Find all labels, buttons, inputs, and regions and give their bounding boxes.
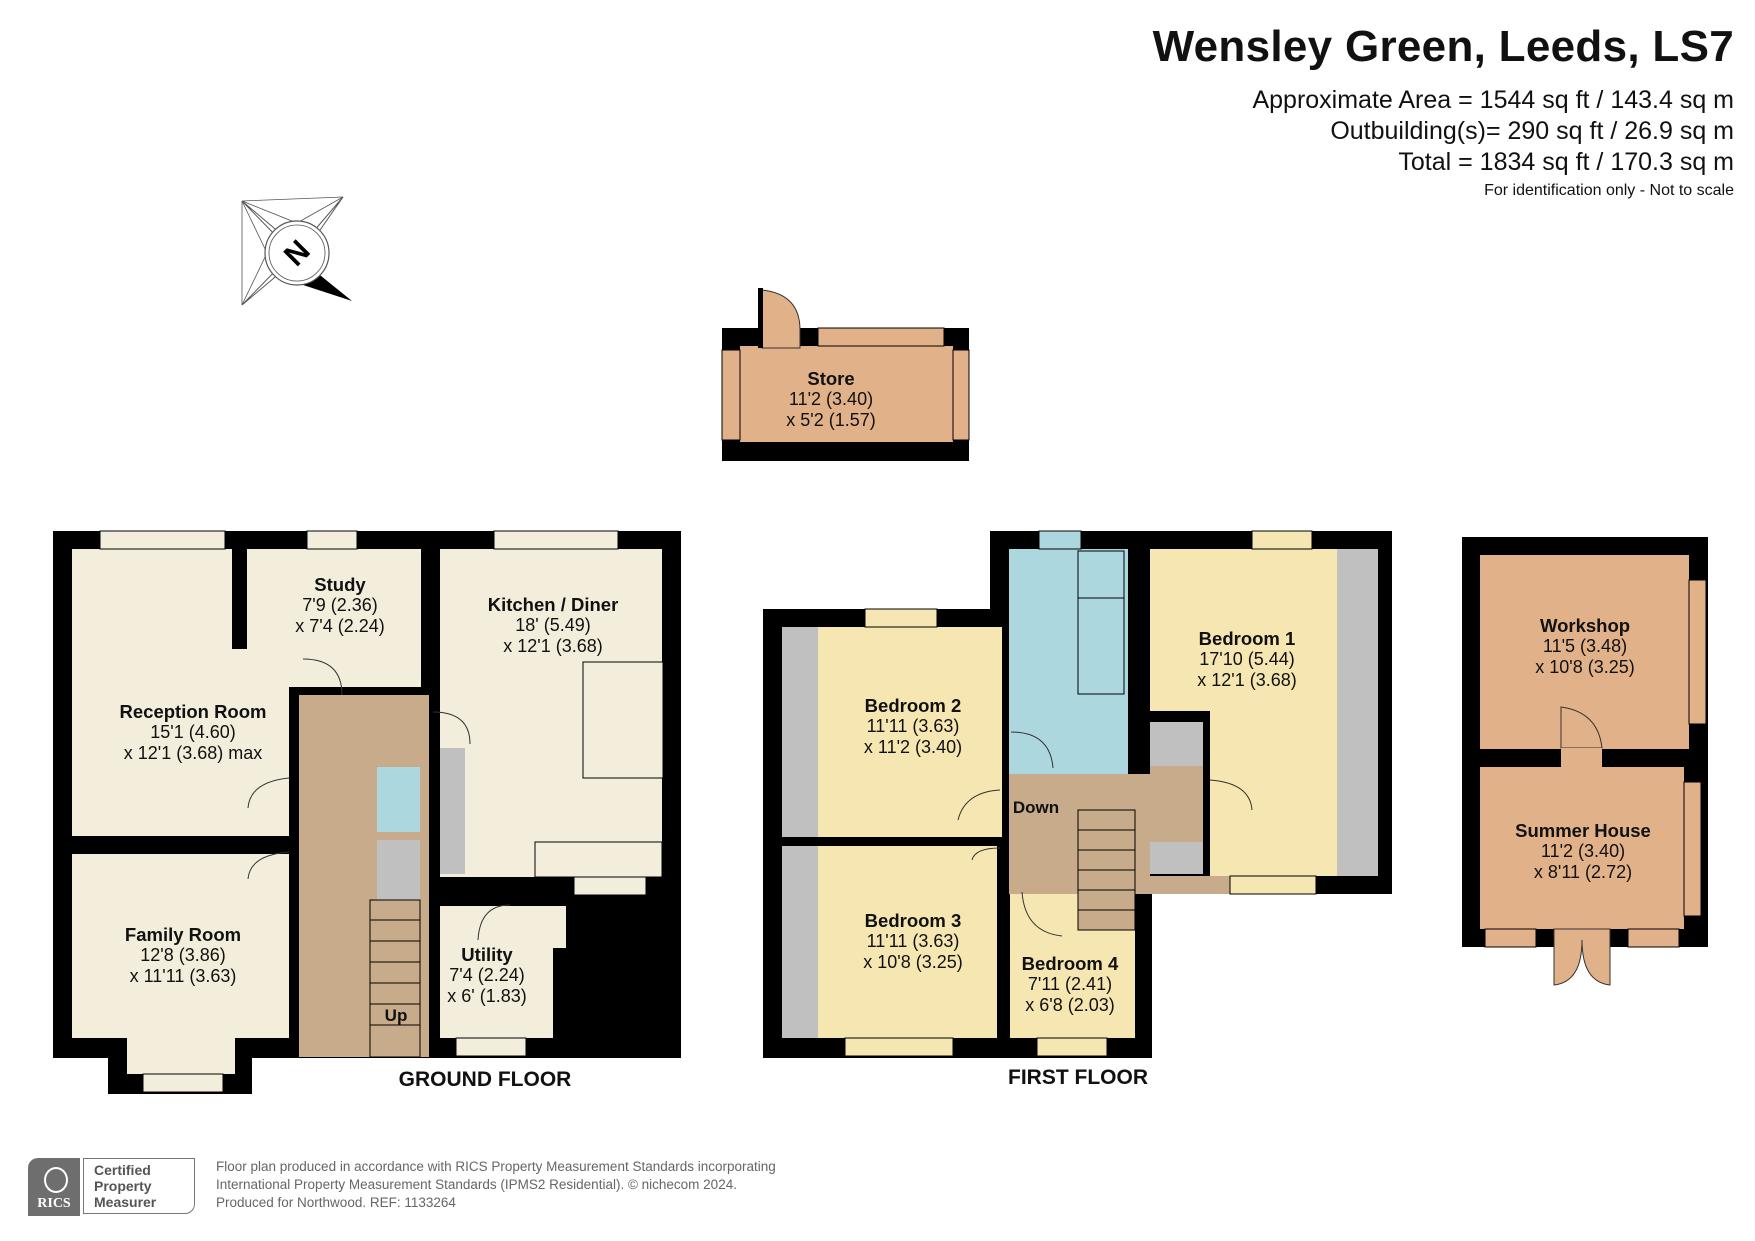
stairs-up-label: Up — [384, 1006, 408, 1025]
room-bedroom-3: Bedroom 3 11'11 (3.63) x 10'8 (3.25) — [863, 910, 963, 973]
room-dimension: 11'5 (3.48) — [1542, 636, 1628, 656]
room-reception: Reception Room 15'1 (4.60) x 12'1 (3.68)… — [120, 701, 267, 764]
room-dimension: 18' (5.49) — [515, 615, 591, 635]
room-name: Reception Room — [119, 701, 267, 722]
room-dimension: x 12'1 (3.68) max — [123, 743, 263, 763]
room-dimension: 11'2 (3.40) — [1540, 841, 1626, 861]
room-summer-house: Summer House 11'2 (3.40) x 8'11 (2.72) — [1515, 820, 1651, 883]
room-name: Bedroom 4 — [1021, 953, 1119, 974]
outbuildings-plan — [1462, 537, 1708, 986]
room-dimension: x 11'2 (3.40) — [863, 737, 963, 757]
room-dimension: 7'4 (2.24) — [449, 965, 525, 985]
room-bedroom-2: Bedroom 2 11'11 (3.63) x 11'2 (3.40) — [864, 695, 962, 758]
room-dimension: x 6' (1.83) — [447, 986, 527, 1006]
room-name: Kitchen / Diner — [487, 594, 619, 615]
ground-floor-label: GROUND FLOOR — [398, 1068, 572, 1091]
room-dimension: x 12'1 (3.68) — [1197, 670, 1297, 690]
room-store: Store 11'2 (3.40) x 5'2 (1.57) — [786, 368, 875, 431]
lion-icon — [44, 1167, 68, 1193]
room-name: Utility — [461, 944, 513, 965]
disclaimer: For identification only - Not to scale — [1484, 182, 1734, 199]
property-title: Wensley Green, Leeds, LS7 — [1152, 22, 1734, 71]
room-name: Family Room — [124, 924, 242, 945]
room-dimension: 7'11 (2.41) — [1027, 974, 1113, 994]
room-kitchen-diner: Kitchen / Diner 18' (5.49) x 12'1 (3.68) — [488, 594, 619, 657]
footer-line-2: International Property Measurement Stand… — [216, 1177, 737, 1192]
room-dimension: x 10'8 (3.25) — [1535, 657, 1635, 677]
room-dimension: 12'8 (3.86) — [140, 945, 226, 965]
room-dimension: x 6'8 (2.03) — [1025, 995, 1115, 1015]
north-compass-icon: N — [241, 196, 352, 306]
footer-text: Floor plan produced in accordance with R… — [216, 1158, 776, 1212]
room-name: Workshop — [1539, 615, 1631, 636]
room-name: Bedroom 3 — [864, 910, 962, 931]
room-dimension: 11'11 (3.63) — [866, 716, 960, 736]
stairs-down-label: Down — [1012, 798, 1060, 817]
room-name: Summer House — [1515, 820, 1651, 841]
room-dimension: 11'11 (3.63) — [866, 931, 960, 951]
room-study: Study 7'9 (2.36) x 7'4 (2.24) — [295, 574, 384, 637]
footer-line-1: Floor plan produced in accordance with R… — [216, 1159, 776, 1174]
footer-line-3: Produced for Northwood. REF: 1133264 — [216, 1195, 456, 1210]
room-utility: Utility 7'4 (2.24) x 6' (1.83) — [447, 944, 526, 1007]
room-name: Bedroom 2 — [864, 695, 962, 716]
room-dimension: x 11'11 (3.63) — [129, 966, 237, 986]
room-dimension: 15'1 (4.60) — [150, 722, 236, 742]
room-bedroom-4: Bedroom 4 7'11 (2.41) x 6'8 (2.03) — [1022, 953, 1119, 1016]
room-name: Store — [807, 368, 855, 389]
room-dimension: 7'9 (2.36) — [302, 595, 378, 615]
approximate-area: Approximate Area = 1544 sq ft / 143.4 sq… — [1252, 86, 1734, 114]
room-family: Family Room 12'8 (3.86) x 11'11 (3.63) — [125, 924, 241, 987]
room-dimension: x 5'2 (1.57) — [786, 410, 876, 430]
room-dimension: x 10'8 (3.25) — [863, 952, 963, 972]
certified-measurer-badge: Certified Property Measurer — [83, 1158, 195, 1214]
rics-logo: RICS — [28, 1158, 80, 1216]
room-dimension: x 8'11 (2.72) — [1533, 862, 1633, 882]
room-name: Study — [314, 574, 366, 595]
first-floor-plan — [763, 530, 1392, 1058]
outbuildings-area: Outbuilding(s)= 290 sq ft / 26.9 sq m — [1330, 117, 1734, 145]
room-name: Bedroom 1 — [1198, 628, 1296, 649]
room-dimension: 11'2 (3.40) — [788, 389, 874, 409]
room-dimension: x 12'1 (3.68) — [503, 636, 603, 656]
ground-floor-plan — [53, 530, 681, 1094]
room-dimension: 17'10 (5.44) — [1199, 649, 1295, 669]
total-area: Total = 1834 sq ft / 170.3 sq m — [1398, 148, 1734, 176]
store-outbuilding — [721, 288, 970, 461]
room-dimension: x 7'4 (2.24) — [295, 616, 385, 636]
room-workshop: Workshop 11'5 (3.48) x 10'8 (3.25) — [1535, 615, 1635, 678]
room-bedroom-1: Bedroom 1 17'10 (5.44) x 12'1 (3.68) — [1197, 628, 1297, 691]
first-floor-label: FIRST FLOOR — [1008, 1066, 1148, 1089]
